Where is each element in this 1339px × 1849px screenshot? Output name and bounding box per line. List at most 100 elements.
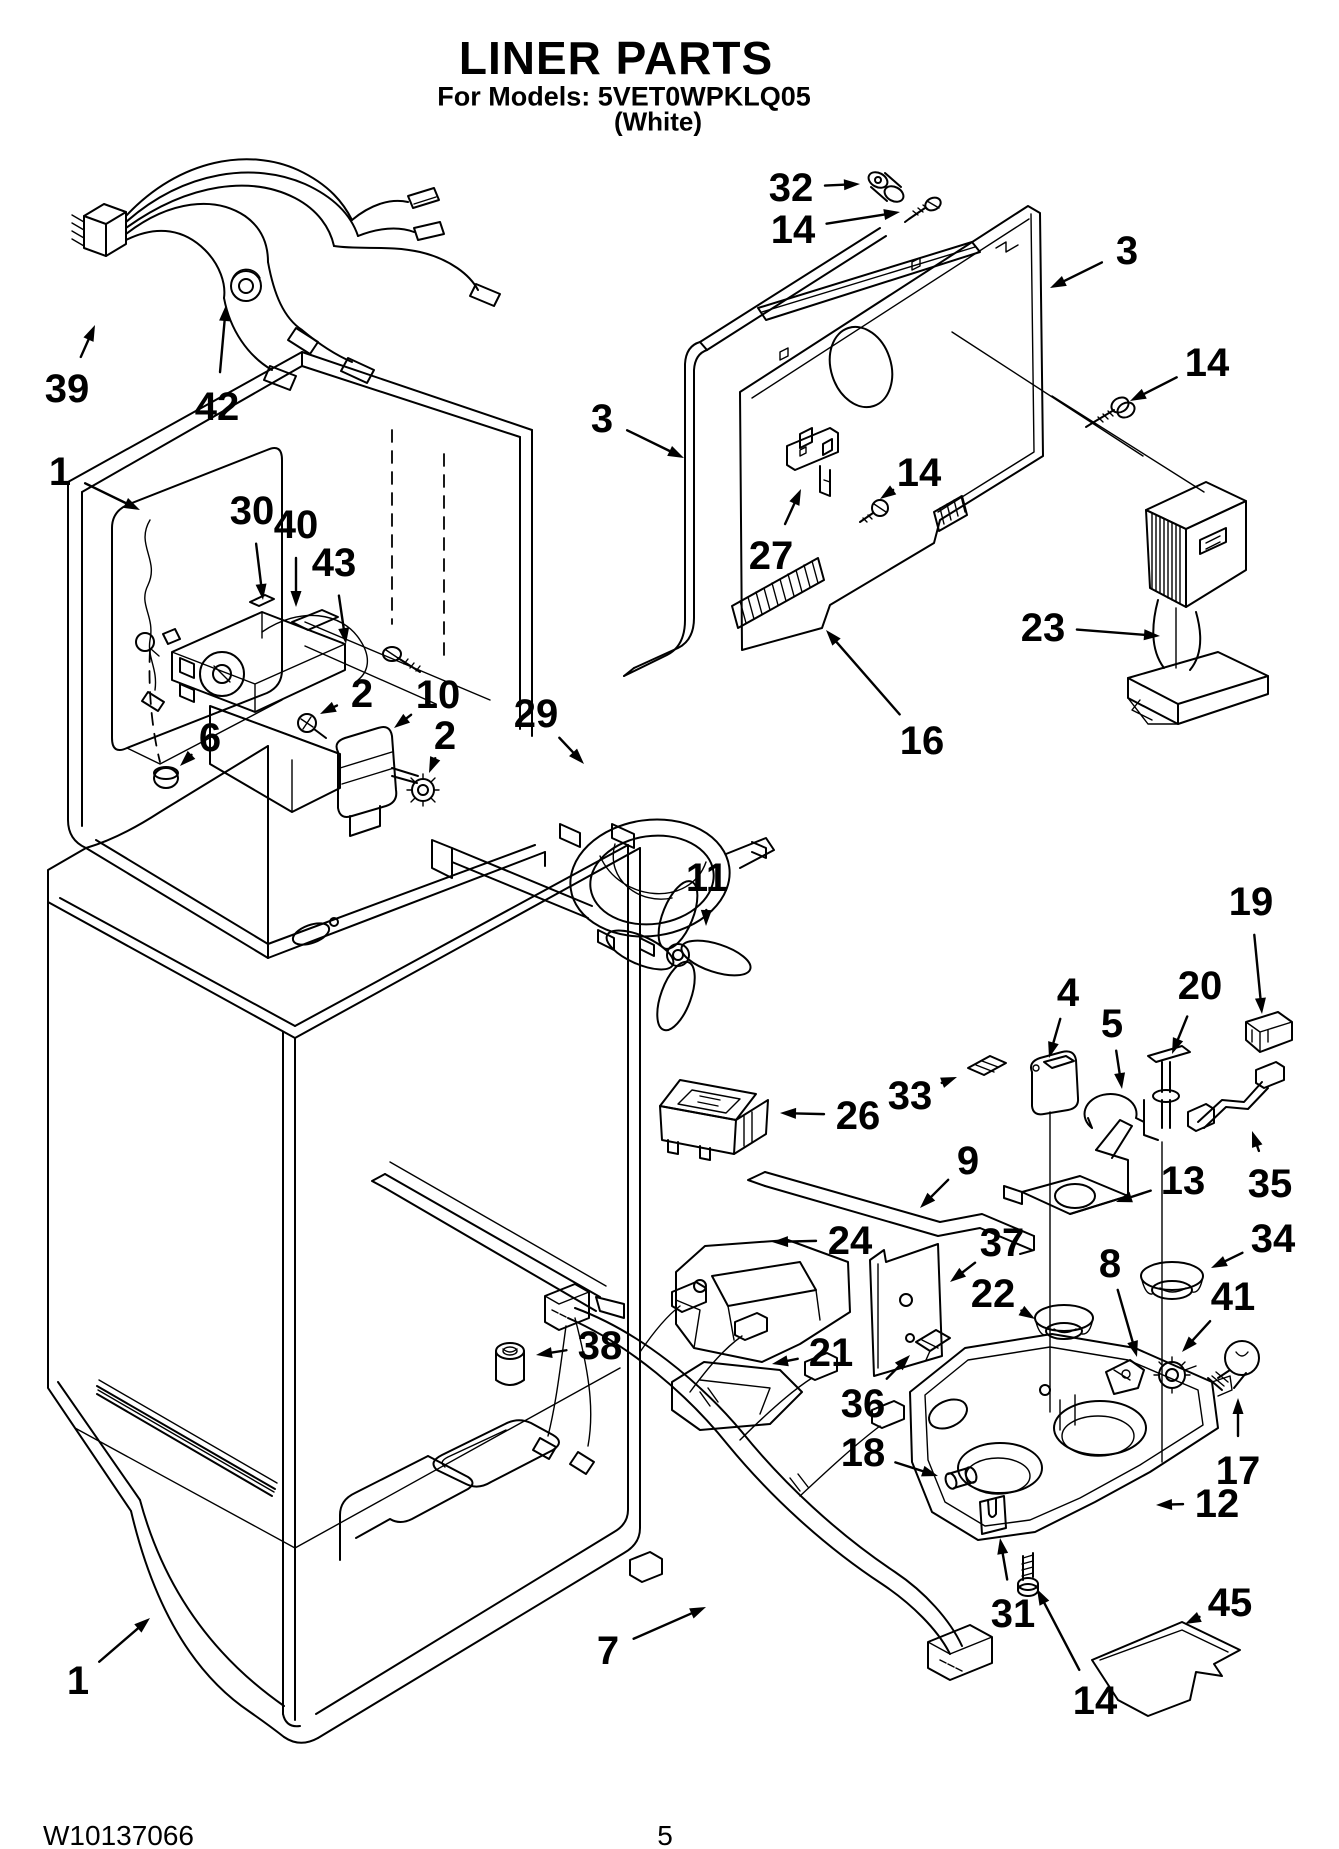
- callout-3-arrowhead: [667, 446, 684, 458]
- callout-20-leader: [1176, 1015, 1189, 1041]
- roller-38-drawing: [495, 1342, 525, 1386]
- callout-6-label: 6: [199, 716, 221, 760]
- callout-45-label: 45: [1208, 1581, 1253, 1625]
- rear-panel-assembly-drawing: [623, 171, 1205, 677]
- callout-1-arrowhead: [134, 1618, 150, 1633]
- callout-31-label: 31: [991, 1592, 1036, 1636]
- callout-30-label: 30: [230, 489, 275, 533]
- callout-14-label: 14: [1185, 341, 1230, 385]
- callout-7-label: 7: [597, 1629, 619, 1673]
- callout-29-arrowhead: [569, 748, 584, 764]
- cluster-parts-drawing: [659, 1011, 1293, 1717]
- callout-19-leader: [1253, 933, 1262, 1000]
- callout-10-leader: [405, 713, 413, 720]
- callout-2-arrowhead: [320, 701, 337, 714]
- callout-1-label: 1: [67, 1659, 89, 1703]
- callout-9-label: 9: [957, 1139, 979, 1183]
- callout-43-leader: [337, 594, 345, 630]
- callout-14-label: 14: [771, 208, 816, 252]
- callout-42-arrowhead: [219, 305, 231, 322]
- callout-3-label: 3: [591, 397, 613, 441]
- callout-34-arrowhead: [1211, 1256, 1228, 1268]
- callout-34-leader: [1224, 1251, 1244, 1263]
- callout-4-leader: [1052, 1017, 1062, 1044]
- models-line: For Models: 5VET0WPKLQ05: [437, 81, 811, 112]
- callout-38-label: 38: [578, 1324, 623, 1368]
- callout-12-arrowhead: [1156, 1498, 1173, 1510]
- page-title: LINER PARTS: [458, 32, 774, 84]
- callout-21-leader: [786, 1357, 799, 1363]
- callout-41-arrowhead: [1182, 1336, 1197, 1352]
- liner-freezer-drawing: [67, 351, 533, 849]
- callout-16-label: 16: [900, 719, 945, 763]
- callout-41-label: 41: [1211, 1275, 1256, 1319]
- callout-27-arrowhead: [789, 489, 801, 506]
- callout-18-arrowhead: [921, 1465, 938, 1477]
- callout-13-leader: [1130, 1189, 1152, 1199]
- callout-22-arrowhead: [1018, 1305, 1035, 1319]
- callout-18-label: 18: [841, 1431, 886, 1475]
- callout-37-leader: [961, 1261, 977, 1274]
- callout-24-arrowhead: [772, 1236, 789, 1248]
- callout-32-leader: [823, 183, 846, 187]
- callout-6-arrowhead: [180, 750, 196, 766]
- callout-1-leader: [83, 482, 127, 505]
- callout-1-label: 1: [49, 450, 71, 494]
- callout-23-leader: [1075, 628, 1146, 636]
- callout-32-arrowhead: [843, 179, 860, 191]
- callout-38-leader: [550, 1349, 568, 1354]
- wire-harness-39-42-drawing: [71, 158, 501, 391]
- callout-19-label: 19: [1229, 880, 1274, 924]
- callout-40-label: 40: [274, 503, 319, 547]
- callout-38-arrowhead: [536, 1347, 553, 1358]
- callout-9-leader: [930, 1178, 950, 1198]
- callout-14-leader: [1043, 1601, 1081, 1672]
- callout-8-label: 8: [1099, 1242, 1121, 1286]
- page-number: 5: [657, 1820, 673, 1849]
- color-note: (White): [613, 106, 703, 137]
- callout-10-label: 10: [416, 673, 461, 717]
- callout-14-label: 14: [897, 451, 942, 495]
- callout-21-label: 21: [809, 1331, 854, 1375]
- callout-2-leader: [333, 704, 339, 709]
- callout-4-arrowhead: [1048, 1041, 1059, 1058]
- fan-assembly-drawing: [335, 726, 775, 1032]
- callout-36-label: 36: [841, 1382, 886, 1426]
- callout-35-leader: [1256, 1144, 1261, 1153]
- callout-39-leader: [79, 338, 90, 359]
- callout-30-arrowhead: [255, 583, 267, 600]
- callout-23-arrowhead: [1143, 629, 1160, 641]
- callout-31-arrowhead: [997, 1538, 1009, 1555]
- callout-26-leader: [794, 1112, 826, 1116]
- callout-14-label: 14: [1073, 1679, 1118, 1723]
- callout-13-arrowhead: [1116, 1191, 1133, 1203]
- callout-2-label: 2: [434, 714, 456, 758]
- callout-21-arrowhead: [772, 1355, 789, 1367]
- callout-43-arrowhead: [338, 627, 350, 644]
- callout-27-label: 27: [749, 534, 794, 578]
- callout-35-label: 35: [1248, 1162, 1293, 1206]
- callout-14-arrowhead: [883, 209, 900, 220]
- callout-31-leader: [1001, 1552, 1009, 1581]
- callout-37-arrowhead: [950, 1267, 967, 1282]
- callout-13-label: 13: [1161, 1159, 1206, 1203]
- callout-42-label: 42: [195, 385, 240, 429]
- control-bracket-assembly-drawing: [148, 594, 421, 813]
- callout-11-arrowhead: [700, 909, 712, 926]
- callout-43-label: 43: [312, 541, 357, 585]
- callout-34-label: 34: [1251, 1217, 1296, 1261]
- callout-40-arrowhead: [290, 591, 302, 607]
- damper-23-drawing: [1127, 481, 1269, 725]
- callout-42-leader: [218, 319, 226, 374]
- callout-39-arrowhead: [83, 325, 95, 342]
- callout-14-leader: [825, 213, 886, 225]
- callout-8-arrowhead: [1127, 1340, 1138, 1357]
- callout-3-arrowhead: [1050, 275, 1067, 288]
- callout-35-arrowhead: [1252, 1131, 1263, 1148]
- callout-22-label: 22: [971, 1272, 1016, 1316]
- wire-harness-7-drawing: [532, 1281, 993, 1681]
- callout-11-label: 11: [686, 856, 728, 900]
- callout-26-label: 26: [836, 1094, 881, 1138]
